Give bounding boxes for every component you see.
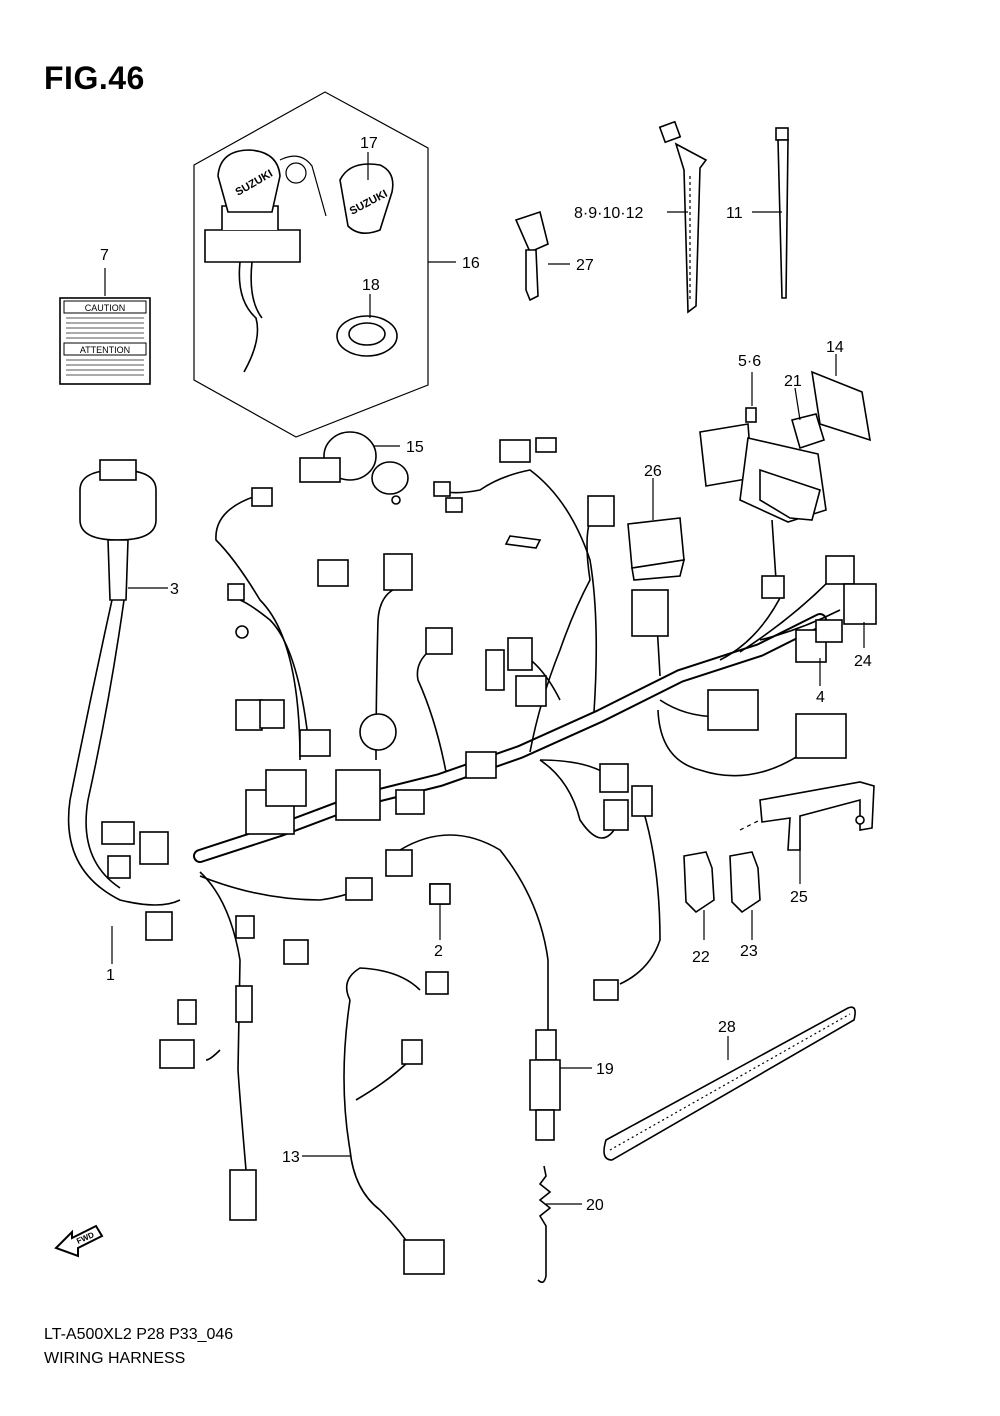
fuse-box-assembly: [699, 370, 872, 581]
callout-17: 17: [360, 135, 378, 152]
callout-23: 23: [740, 943, 758, 960]
callout-3: 3: [170, 581, 179, 598]
callout-28: 28: [718, 1019, 736, 1036]
callout-13: 13: [282, 1149, 300, 1166]
callout-26: 26: [644, 463, 662, 480]
relay-26: [627, 517, 686, 581]
connector-2: [429, 883, 451, 905]
callout-2: 2: [434, 943, 443, 960]
callout-14: 14: [826, 339, 844, 356]
leader-lines: [104, 152, 865, 1205]
ignition-key: [514, 210, 549, 302]
caution-label-bottom-text: ATTENTION: [80, 345, 130, 355]
section-name: WIRING HARNESS: [44, 1350, 186, 1367]
callout-22: 22: [692, 949, 710, 966]
accessory-socket: [299, 431, 409, 505]
caution-label: CAUTION ATTENTION: [59, 297, 151, 385]
model-code: LT-A500XL2 P28 P33_046: [44, 1326, 234, 1343]
harness-branches: [199, 469, 841, 1253]
holder-23: [729, 851, 761, 914]
callout-20: 20: [586, 1197, 604, 1214]
ignition-switch-kit-box: SUZUKI SUZUKI: [193, 91, 429, 438]
callout-24: 24: [854, 653, 872, 670]
figure-title: FIG.46: [44, 60, 145, 96]
holder-22: [683, 851, 715, 914]
caution-label-top-text: CAUTION: [85, 303, 126, 313]
callout-11: 11: [726, 205, 743, 222]
oxygen-sensor: [529, 1029, 561, 1141]
cable-tie-narrow: [775, 127, 789, 299]
callout-4: 4: [816, 689, 825, 706]
callout-5-6: 5·6: [738, 353, 761, 370]
harness-cable-3: [67, 459, 181, 906]
callout-7: 7: [100, 247, 109, 264]
callout-18: 18: [362, 277, 380, 294]
callout-numbers: 7 17 16 18 27 8·9·10·12 11 5·6 14 21 15 …: [100, 135, 872, 1214]
callout-16: 16: [462, 255, 480, 272]
forward-arrow: FWD: [54, 1224, 104, 1258]
callout-15: 15: [406, 439, 424, 456]
callout-19: 19: [596, 1061, 614, 1078]
spring-clip: [537, 1165, 552, 1284]
callout-8-9-10-12: 8·9·10·12: [574, 205, 643, 222]
cable-tie-wide: [658, 120, 708, 314]
corrugated-tube: [603, 1006, 856, 1161]
bracket-25: [739, 781, 875, 851]
callout-1: 1: [106, 967, 115, 984]
callout-27: 27: [576, 257, 594, 274]
callout-25: 25: [790, 889, 808, 906]
main-harness-trunk: [193, 613, 827, 863]
callout-21: 21: [784, 373, 802, 390]
